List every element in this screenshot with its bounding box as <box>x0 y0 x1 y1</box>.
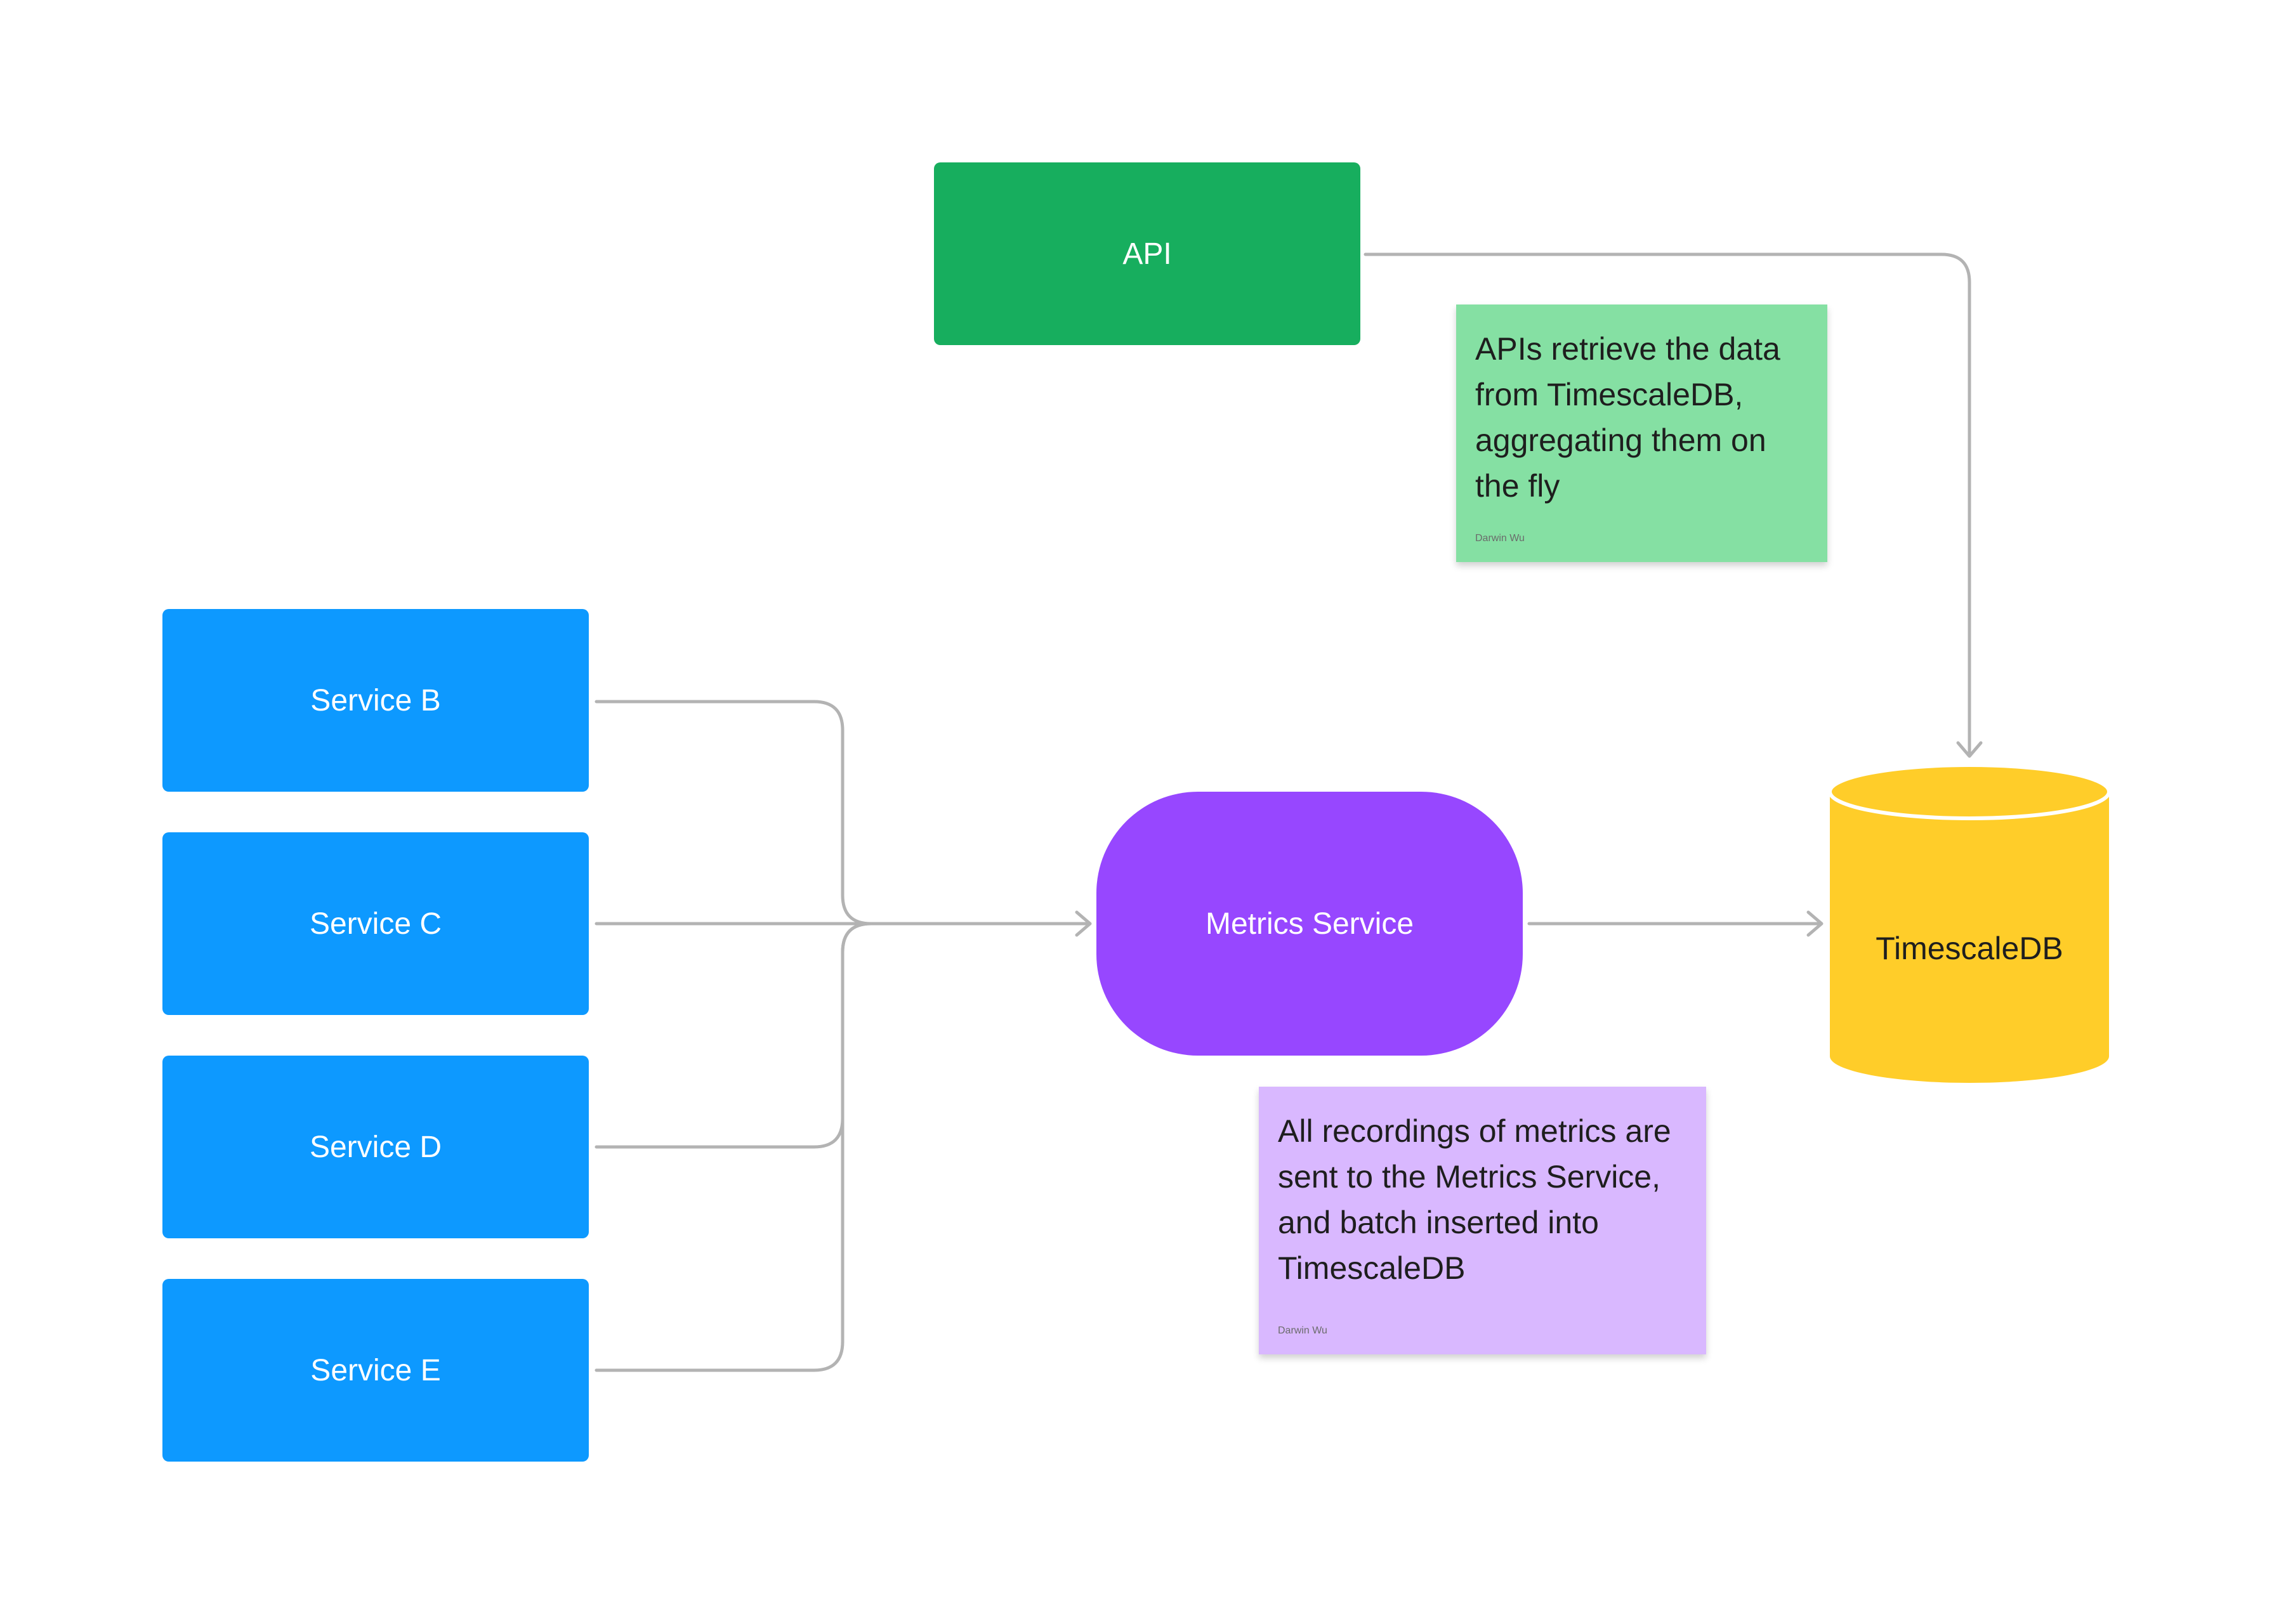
service-d-label: Service D <box>309 1130 442 1164</box>
service-c-box[interactable]: Service C <box>162 832 589 1015</box>
connector-service-e <box>595 922 873 1372</box>
service-e-label: Service E <box>310 1353 441 1387</box>
connector-service-b <box>595 700 873 926</box>
metrics-service-label: Metrics Service <box>1205 907 1414 941</box>
service-e-box[interactable]: Service E <box>162 1279 589 1462</box>
api-label: API <box>1122 237 1172 271</box>
api-note-text: APIs retrieve the data from TimescaleDB,… <box>1475 331 1780 504</box>
api-sticky-note[interactable]: APIs retrieve the data from TimescaleDB,… <box>1456 304 1827 562</box>
arrowhead-api-db <box>1956 741 1983 758</box>
api-note-author: Darwin Wu <box>1475 533 1525 544</box>
timescaledb-label[interactable]: TimescaleDB <box>1876 931 2063 966</box>
service-c-label: Service C <box>309 907 442 941</box>
metrics-sticky-note[interactable]: All recordings of metrics are sent to th… <box>1259 1087 1706 1354</box>
metrics-service-node[interactable]: Metrics Service <box>1096 792 1523 1056</box>
metrics-note-text: All recordings of metrics are sent to th… <box>1278 1113 1671 1286</box>
arrowhead-db <box>1806 910 1824 937</box>
api-box[interactable]: API <box>934 162 1360 345</box>
service-b-label: Service B <box>310 683 441 717</box>
metrics-note-author: Darwin Wu <box>1278 1325 1327 1336</box>
connector-service-d <box>595 922 873 1149</box>
service-b-box[interactable]: Service B <box>162 609 589 792</box>
connector-api-to-db <box>1364 252 1971 756</box>
service-d-box[interactable]: Service D <box>162 1056 589 1238</box>
arrowhead-metrics <box>1075 910 1092 937</box>
